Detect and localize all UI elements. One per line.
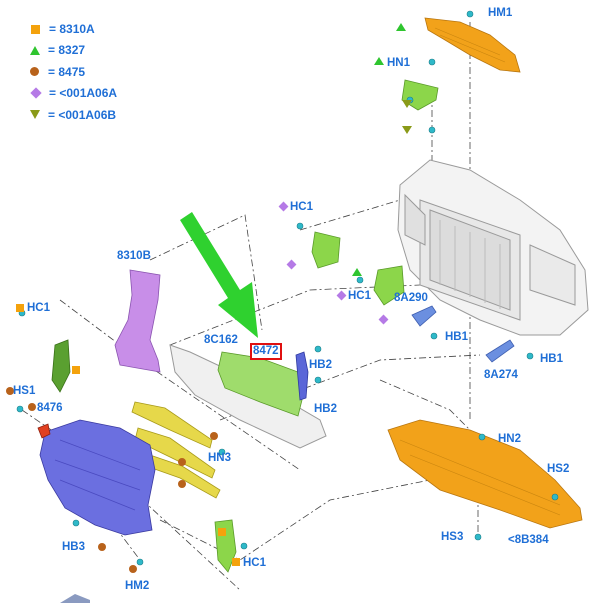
label-8c162: 8C162 [204,334,238,346]
label-hm1: HM1 [488,7,513,19]
label-8476: 8476 [37,402,63,414]
fasteners [16,10,559,566]
upper-air-deflector [424,17,521,73]
symbol-legend: = 8310A = 8327 = 8475 = <001A06A = <001A… [30,18,117,126]
part-8310b [114,269,161,373]
label-8472: 8472 [250,343,282,360]
legend-row-001a06a: = <001A06A [30,83,117,105]
label-8b384: <8B384 [508,534,549,546]
label-hs2: HS2 [547,463,570,475]
bracket-right [373,265,405,306]
bracket-center [311,231,341,269]
label-8a290: 8A290 [394,292,428,304]
legend-row-001a06b: = <001A06B [30,104,117,126]
part-8472 [295,351,309,401]
label-hs1: HS1 [13,385,36,397]
brown-circle-icon [30,67,39,77]
orange-square-icon [31,24,40,34]
shield-ribs [399,439,561,516]
olive-triangle-icon [30,110,40,120]
grille-strips [131,401,221,499]
label-hc1: HC1 [27,302,51,314]
bottom-fragment [60,594,90,603]
legend-text: = 8475 [48,64,86,79]
part-8c162 [217,351,303,417]
label-hb3: HB3 [62,541,86,553]
label-hm2: HM2 [125,580,150,592]
bracket-left [51,339,71,393]
purple-diamond-icon [30,87,42,99]
legend-text: = 8327 [48,43,86,58]
label-hc1: HC1 [243,557,267,569]
green-triangle-icon [30,45,40,55]
part-8476 [37,423,51,439]
grille-ribs [54,439,141,511]
pointer-arrow [180,212,258,338]
label-hb1: HB1 [445,331,469,343]
legend-row-8327: = 8327 [30,40,117,62]
label-hb1: HB1 [540,353,564,365]
label-hn2: HN2 [498,433,522,445]
label-hc1: HC1 [290,201,314,213]
label-8310b: 8310B [117,250,151,262]
radiator-support-frame [397,159,589,336]
bracket-8a290 [411,305,437,327]
label-hn1: HN1 [387,57,411,69]
label-hc1: HC1 [348,290,372,302]
label-hb2: HB2 [314,403,338,415]
label-hn3: HN3 [208,452,232,464]
legend-text: = 8310A [49,21,95,36]
bracket-8a274 [485,339,515,363]
inline-symbols [6,23,412,573]
label-8a274: 8A274 [484,369,518,381]
legend-text: = <001A06A [49,86,118,101]
legend-row-8475: = 8475 [30,61,117,83]
label-hb2: HB2 [309,359,333,371]
label-hs3: HS3 [441,531,464,543]
lower-splash-shield [387,419,583,529]
legend-text: = <001A06B [48,107,117,122]
legend-row-8310a: = 8310A [30,18,117,40]
